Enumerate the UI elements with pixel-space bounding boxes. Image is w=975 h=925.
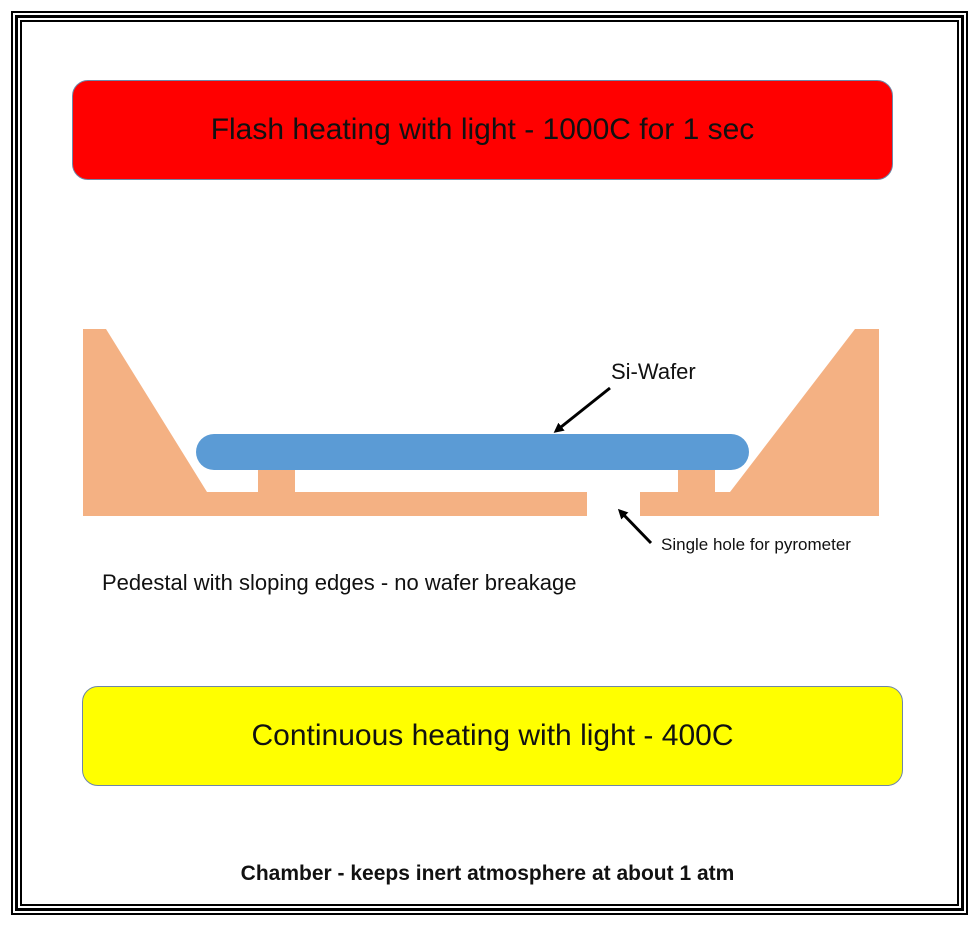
chamber-frame-outer (11, 11, 968, 915)
wafer-label: Si-Wafer (611, 359, 696, 384)
continuous-heater-box: Continuous heating with light - 400C (82, 686, 903, 786)
pedestal-right (640, 329, 879, 516)
continuous-heater-label: Continuous heating with light - 400C (251, 719, 734, 752)
flash-heater-label: Flash heating with light - 1000C for 1 s… (210, 113, 755, 146)
chamber-frame-middle (15, 15, 964, 911)
pedestal-label: Pedestal with sloping edges - no wafer b… (102, 570, 577, 595)
support-post-right (678, 468, 715, 494)
flash-heater-box: Flash heating with light - 1000C for 1 s… (72, 80, 893, 180)
si-wafer (196, 434, 749, 470)
chamber-caption: Chamber - keeps inert atmosphere at abou… (240, 862, 735, 885)
support-post-left (258, 468, 295, 494)
pyrometer-hole-arrow (617, 508, 653, 545)
wafer-arrow (553, 386, 611, 433)
pyrometer-hole-label: Single hole for pyrometer (661, 535, 851, 554)
pedestal-left (83, 329, 587, 516)
chamber-frame-inner (20, 20, 959, 906)
